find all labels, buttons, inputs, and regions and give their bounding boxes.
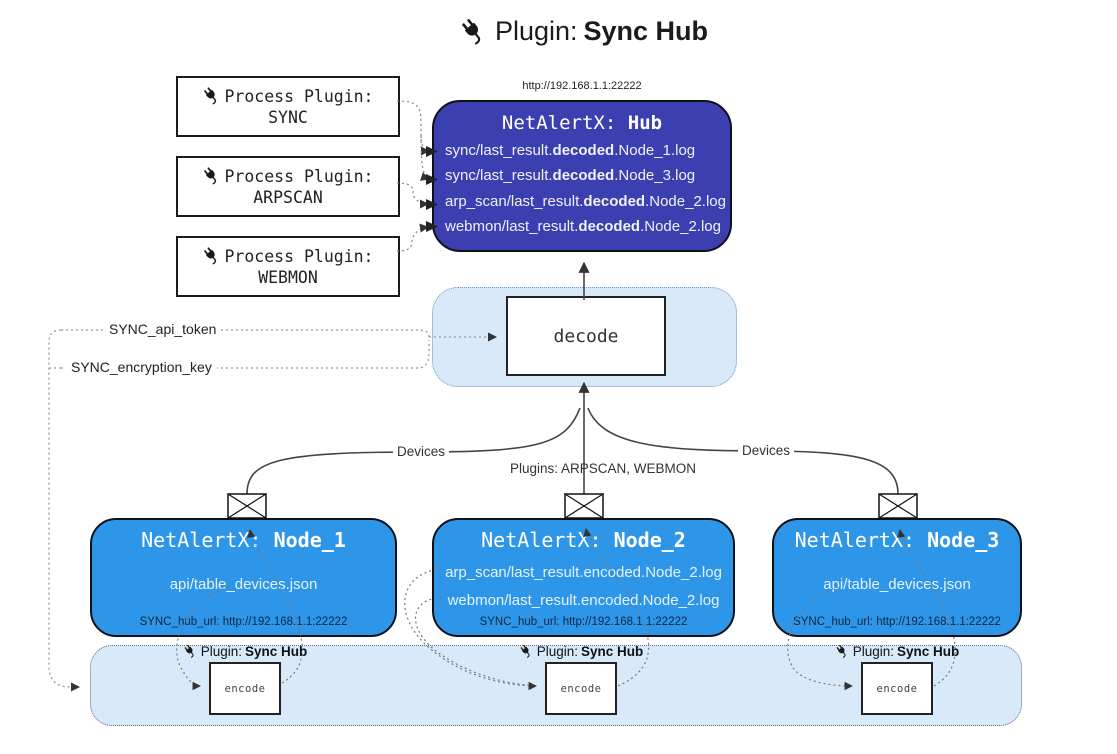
hub-box: NetAlertX: Hub sync/last_result.decoded.… <box>432 100 732 252</box>
encode-box: encode <box>209 662 281 715</box>
process-plugin-name: SYNC <box>268 108 308 127</box>
node-title: NetAlertX: Node_3 <box>794 528 1000 552</box>
encode-box: encode <box>861 662 933 715</box>
node-hub-url: SYNC_hub_url: http://192.168.1.1:22222 <box>139 616 348 628</box>
plug-icon <box>459 16 487 45</box>
process-plugin-box-arpscan: Process Plugin: ARPSCAN <box>176 156 400 217</box>
plug-icon <box>202 166 221 185</box>
hub-log-line: arp_scan/last_result.decoded.Node_2.log <box>445 192 726 210</box>
process-plugin-label: Process Plugin: <box>224 246 374 266</box>
node-hub-url: SYNC_hub_url: http://192.168.1.1:22222 <box>793 616 1001 628</box>
page-title: Plugin: Sync Hub <box>0 16 1117 54</box>
devices-label-left: Devices <box>393 444 450 459</box>
envelope-icon <box>878 493 918 519</box>
envelope-icon <box>564 493 604 519</box>
encoder-label-1: Plugin: Sync Hub <box>135 644 355 662</box>
node-file: api/table_devices.json <box>169 576 318 593</box>
plug-icon <box>202 246 221 265</box>
encoder-label-2: Plugin: Sync Hub <box>471 644 691 662</box>
encoder-label-3: Plugin: Sync Hub <box>787 644 1007 662</box>
process-plugin-box-sync: Process Plugin: SYNC <box>176 76 400 137</box>
process-plugin-label: Process Plugin: <box>224 166 374 186</box>
plug-icon <box>835 644 849 658</box>
node-file: webmon/last_result.encoded.Node_2.log <box>447 591 720 609</box>
node-box-node-1: NetAlertX: Node_1 api/table_devices.json… <box>90 518 397 637</box>
hub-log-line: sync/last_result.decoded.Node_1.log <box>445 142 696 159</box>
node-to-decode-curves <box>246 381 899 495</box>
node-title: NetAlertX: Node_2 <box>481 528 686 552</box>
devices-label-right: Devices <box>738 443 795 458</box>
node-file-list: arp_scan/last_result.encoded.Node_2.log … <box>434 559 733 615</box>
sync-api-token-label: SYNC_api_token <box>104 321 222 337</box>
process-plugin-name: WEBMON <box>258 268 318 287</box>
process-plugin-label: Process Plugin: <box>224 86 374 106</box>
process-plugin-box-webmon: Process Plugin: WEBMON <box>176 236 400 297</box>
hub-log-list: sync/last_result.decoded.Node_1.log sync… <box>434 138 730 239</box>
plug-icon <box>202 86 221 105</box>
hub-log-line: webmon/last_result.decoded.Node_2.log <box>445 218 721 236</box>
hub-log-line: sync/last_result.decoded.Node_3.log <box>445 167 696 185</box>
hub-url-label: http://192.168.1.1:22222 <box>522 80 642 92</box>
node-box-node-3: NetAlertX: Node_3 api/table_devices.json… <box>772 518 1022 637</box>
node-title: NetAlertX: Node_1 <box>141 528 346 552</box>
node-file: arp_scan/last_result.encoded.Node_2.log <box>445 564 722 581</box>
encode-box: encode <box>545 662 617 715</box>
hub-title: NetAlertX: Hub <box>501 112 663 134</box>
node-file: api/table_devices.json <box>823 576 971 593</box>
plug-icon <box>183 644 197 658</box>
envelope-icons <box>227 493 918 519</box>
node-box-node-2: NetAlertX: Node_2 arp_scan/last_result.e… <box>432 518 735 637</box>
plugins-label-middle: Plugins: ARPSCAN, WEBMON <box>510 461 697 476</box>
sync-encryption-key-label: SYNC_encryption_key <box>66 359 217 375</box>
decode-box: decode <box>506 296 666 376</box>
node-hub-url: SYNC_hub_url: http://192.168.1.1:22222 <box>479 616 688 628</box>
plugin-to-hub-links <box>396 100 431 252</box>
envelope-icon <box>227 493 267 519</box>
plug-icon <box>519 644 533 658</box>
process-plugin-name: ARPSCAN <box>253 188 323 207</box>
